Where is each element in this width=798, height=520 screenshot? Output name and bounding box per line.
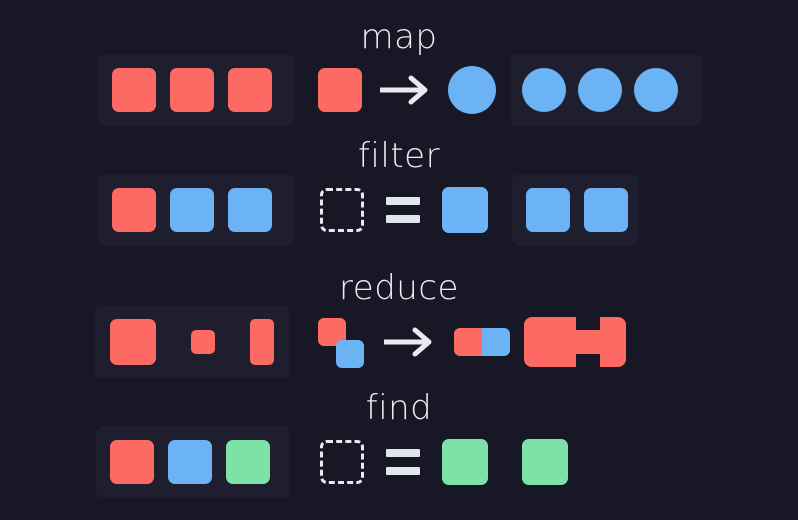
- filter-input-item-1: [170, 188, 214, 232]
- filter-output-item-0: [526, 188, 570, 232]
- filter-predicate-match-square: [442, 187, 488, 233]
- reduce-input-item-1: [191, 330, 215, 354]
- map-output-item-0: [522, 68, 566, 112]
- filter-input-panel: [98, 174, 294, 246]
- find-input-panel: [96, 426, 290, 498]
- reduce-input-item-2: [250, 319, 274, 365]
- filter-input-item-2: [228, 188, 272, 232]
- row-title-reduce: reduce: [339, 268, 459, 308]
- map-operand-result-circle: [448, 66, 496, 114]
- reduce-input-item-0: [110, 319, 156, 365]
- reduce-input-panel: [94, 306, 290, 378]
- map-input-item-0: [112, 68, 156, 112]
- find-predicate-placeholder: [320, 440, 364, 484]
- row-reduce: [0, 306, 798, 378]
- find-output-item-0: [522, 439, 568, 485]
- find-output: [522, 426, 568, 498]
- reduce-operand-b: [336, 340, 364, 368]
- reduce-result-a: [454, 328, 482, 356]
- find-predicate-match-square: [442, 439, 488, 485]
- arrow-right-icon: [384, 327, 432, 357]
- find-input-item-1: [168, 440, 212, 484]
- row-filter: [0, 174, 798, 246]
- reduce-operation: [318, 306, 510, 378]
- filter-output-panel: [512, 174, 638, 246]
- map-input-item-1: [170, 68, 214, 112]
- filter-output-item-1: [584, 188, 628, 232]
- row-title-map: map: [360, 17, 438, 57]
- row-map: [0, 54, 798, 126]
- row-find: [0, 426, 798, 498]
- equals-icon: [386, 197, 420, 223]
- reduce-result-pair: [454, 328, 510, 356]
- map-output-item-1: [578, 68, 622, 112]
- find-input-item-2: [226, 440, 270, 484]
- arrow-right-icon: [380, 75, 428, 105]
- map-input-item-2: [228, 68, 272, 112]
- map-input-panel: [98, 54, 294, 126]
- reduce-output: [524, 306, 626, 378]
- find-input-item-0: [110, 440, 154, 484]
- reduce-output-seg-large: [524, 317, 576, 367]
- filter-input-item-0: [112, 188, 156, 232]
- map-output-panel: [510, 54, 702, 126]
- map-operation: [318, 54, 496, 126]
- row-title-filter: filter: [357, 136, 441, 176]
- filter-operation: [320, 174, 488, 246]
- find-operation: [320, 426, 488, 498]
- row-title-find: find: [365, 388, 433, 428]
- map-output-item-2: [634, 68, 678, 112]
- reduce-output-merged-shape: [524, 317, 626, 367]
- filter-predicate-placeholder: [320, 188, 364, 232]
- reduce-operand-pair: [318, 314, 364, 370]
- reduce-result-b: [482, 328, 510, 356]
- reduce-output-seg-small: [576, 330, 600, 354]
- equals-icon: [386, 449, 420, 475]
- reduce-output-seg-tall: [600, 317, 626, 367]
- map-operand-source-square: [318, 68, 362, 112]
